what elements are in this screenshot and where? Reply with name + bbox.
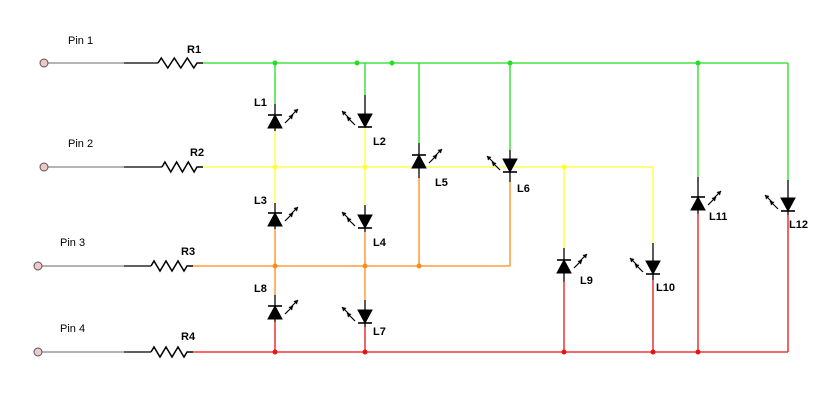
led-l7-icon (341, 306, 373, 325)
emission-arrowhead (582, 254, 587, 259)
junction-dot (272, 263, 278, 269)
led-l9-icon (556, 253, 588, 274)
emission-arrowhead (770, 201, 775, 206)
l8-label: L8 (254, 283, 267, 295)
l9-label: L9 (580, 275, 593, 287)
junction-dot (416, 263, 422, 269)
junction-dot (362, 164, 368, 170)
led-l5-icon (411, 148, 443, 169)
emission-arrowhead (288, 115, 293, 120)
l6-label: L6 (517, 183, 530, 195)
led-l1-icon (267, 108, 299, 129)
junction-dot (272, 349, 278, 355)
led-triangle (357, 214, 373, 230)
pin1-terminal-icon (39, 58, 49, 68)
resistor-r4-icon (150, 345, 193, 359)
led-triangle (267, 304, 283, 320)
l12-label: L12 (789, 219, 808, 231)
emission-arrowhead (293, 300, 298, 305)
led-triangle (267, 113, 283, 129)
junction-dot (695, 60, 701, 66)
emission-arrowhead (711, 197, 716, 202)
emission-arrowhead (342, 111, 347, 116)
junction-dot (561, 349, 567, 355)
r1-label: R1 (187, 44, 201, 56)
emission-arrowhead (342, 212, 347, 217)
junction-dot (389, 60, 395, 66)
junction-dot (561, 164, 567, 170)
r3-label: R3 (181, 246, 195, 258)
led-triangle (690, 195, 706, 211)
l10-label: L10 (656, 282, 675, 294)
emission-arrowhead (716, 191, 721, 196)
led-l11-icon (690, 190, 722, 211)
pin3-terminal-icon (33, 261, 43, 271)
l5-label: L5 (435, 177, 448, 189)
resistor-r3-icon (150, 259, 193, 273)
emission-arrowhead (630, 258, 635, 263)
led-triangle (357, 309, 373, 325)
emission-arrowhead (487, 156, 492, 161)
junction-dot (354, 60, 360, 66)
junction-dot (507, 60, 513, 66)
led-triangle (556, 258, 572, 274)
junction-dot (272, 164, 278, 170)
l4-label: L4 (373, 237, 387, 249)
led-l8-icon (267, 299, 299, 320)
emission-arrowhead (492, 162, 497, 167)
led-l12-icon (764, 194, 796, 213)
emission-arrowhead (293, 109, 298, 114)
emission-arrowhead (347, 313, 352, 318)
junction-dot (695, 349, 701, 355)
labels: Pin 1 Pin 2 Pin 3 Pin 4 R1 R2 R3 R4 L1 L… (60, 35, 808, 343)
emission-arrowhead (347, 117, 352, 122)
led-triangle (267, 211, 283, 227)
junction-dot (362, 349, 368, 355)
emission-arrowhead (635, 264, 640, 269)
pin4-terminal-icon (33, 347, 43, 357)
led-l6-icon (486, 155, 518, 174)
emission-arrowhead (288, 306, 293, 311)
led-l3-icon (267, 206, 299, 227)
r2-label: R2 (190, 147, 204, 159)
junction-dot (272, 60, 278, 66)
pin1-label: Pin 1 (68, 35, 93, 47)
pin3-label: Pin 3 (60, 237, 85, 249)
emission-arrowhead (293, 207, 298, 212)
emission-arrowhead (347, 218, 352, 223)
emission-arrowhead (342, 307, 347, 312)
led-l4-icon (341, 211, 373, 230)
led-l10-icon (629, 257, 661, 276)
led-triangle (411, 153, 427, 169)
wires (42, 62, 789, 353)
junction-dot (650, 349, 656, 355)
led-triangle (780, 197, 796, 213)
led-l2-icon (341, 110, 373, 129)
emission-arrowhead (432, 155, 437, 160)
led-triangle (502, 158, 518, 174)
resistor-r1-icon (157, 56, 203, 70)
l11-label: L11 (709, 211, 727, 223)
emission-arrowhead (437, 149, 442, 154)
pin2-terminal-icon (39, 162, 49, 172)
components (33, 56, 796, 359)
emission-arrowhead (577, 260, 582, 265)
l2-label: L2 (373, 136, 386, 148)
resistor-r2-icon (161, 160, 203, 174)
l1-label: L1 (254, 97, 267, 109)
emission-arrowhead (765, 195, 770, 200)
l7-label: L7 (373, 326, 386, 338)
led-triangle (645, 260, 661, 276)
l3-label: L3 (254, 195, 267, 207)
r4-label: R4 (181, 331, 196, 343)
junction-dot (362, 263, 368, 269)
pin4-label: Pin 4 (60, 323, 85, 335)
emission-arrowhead (288, 213, 293, 218)
led-triangle (357, 113, 373, 129)
pin2-label: Pin 2 (68, 138, 93, 150)
